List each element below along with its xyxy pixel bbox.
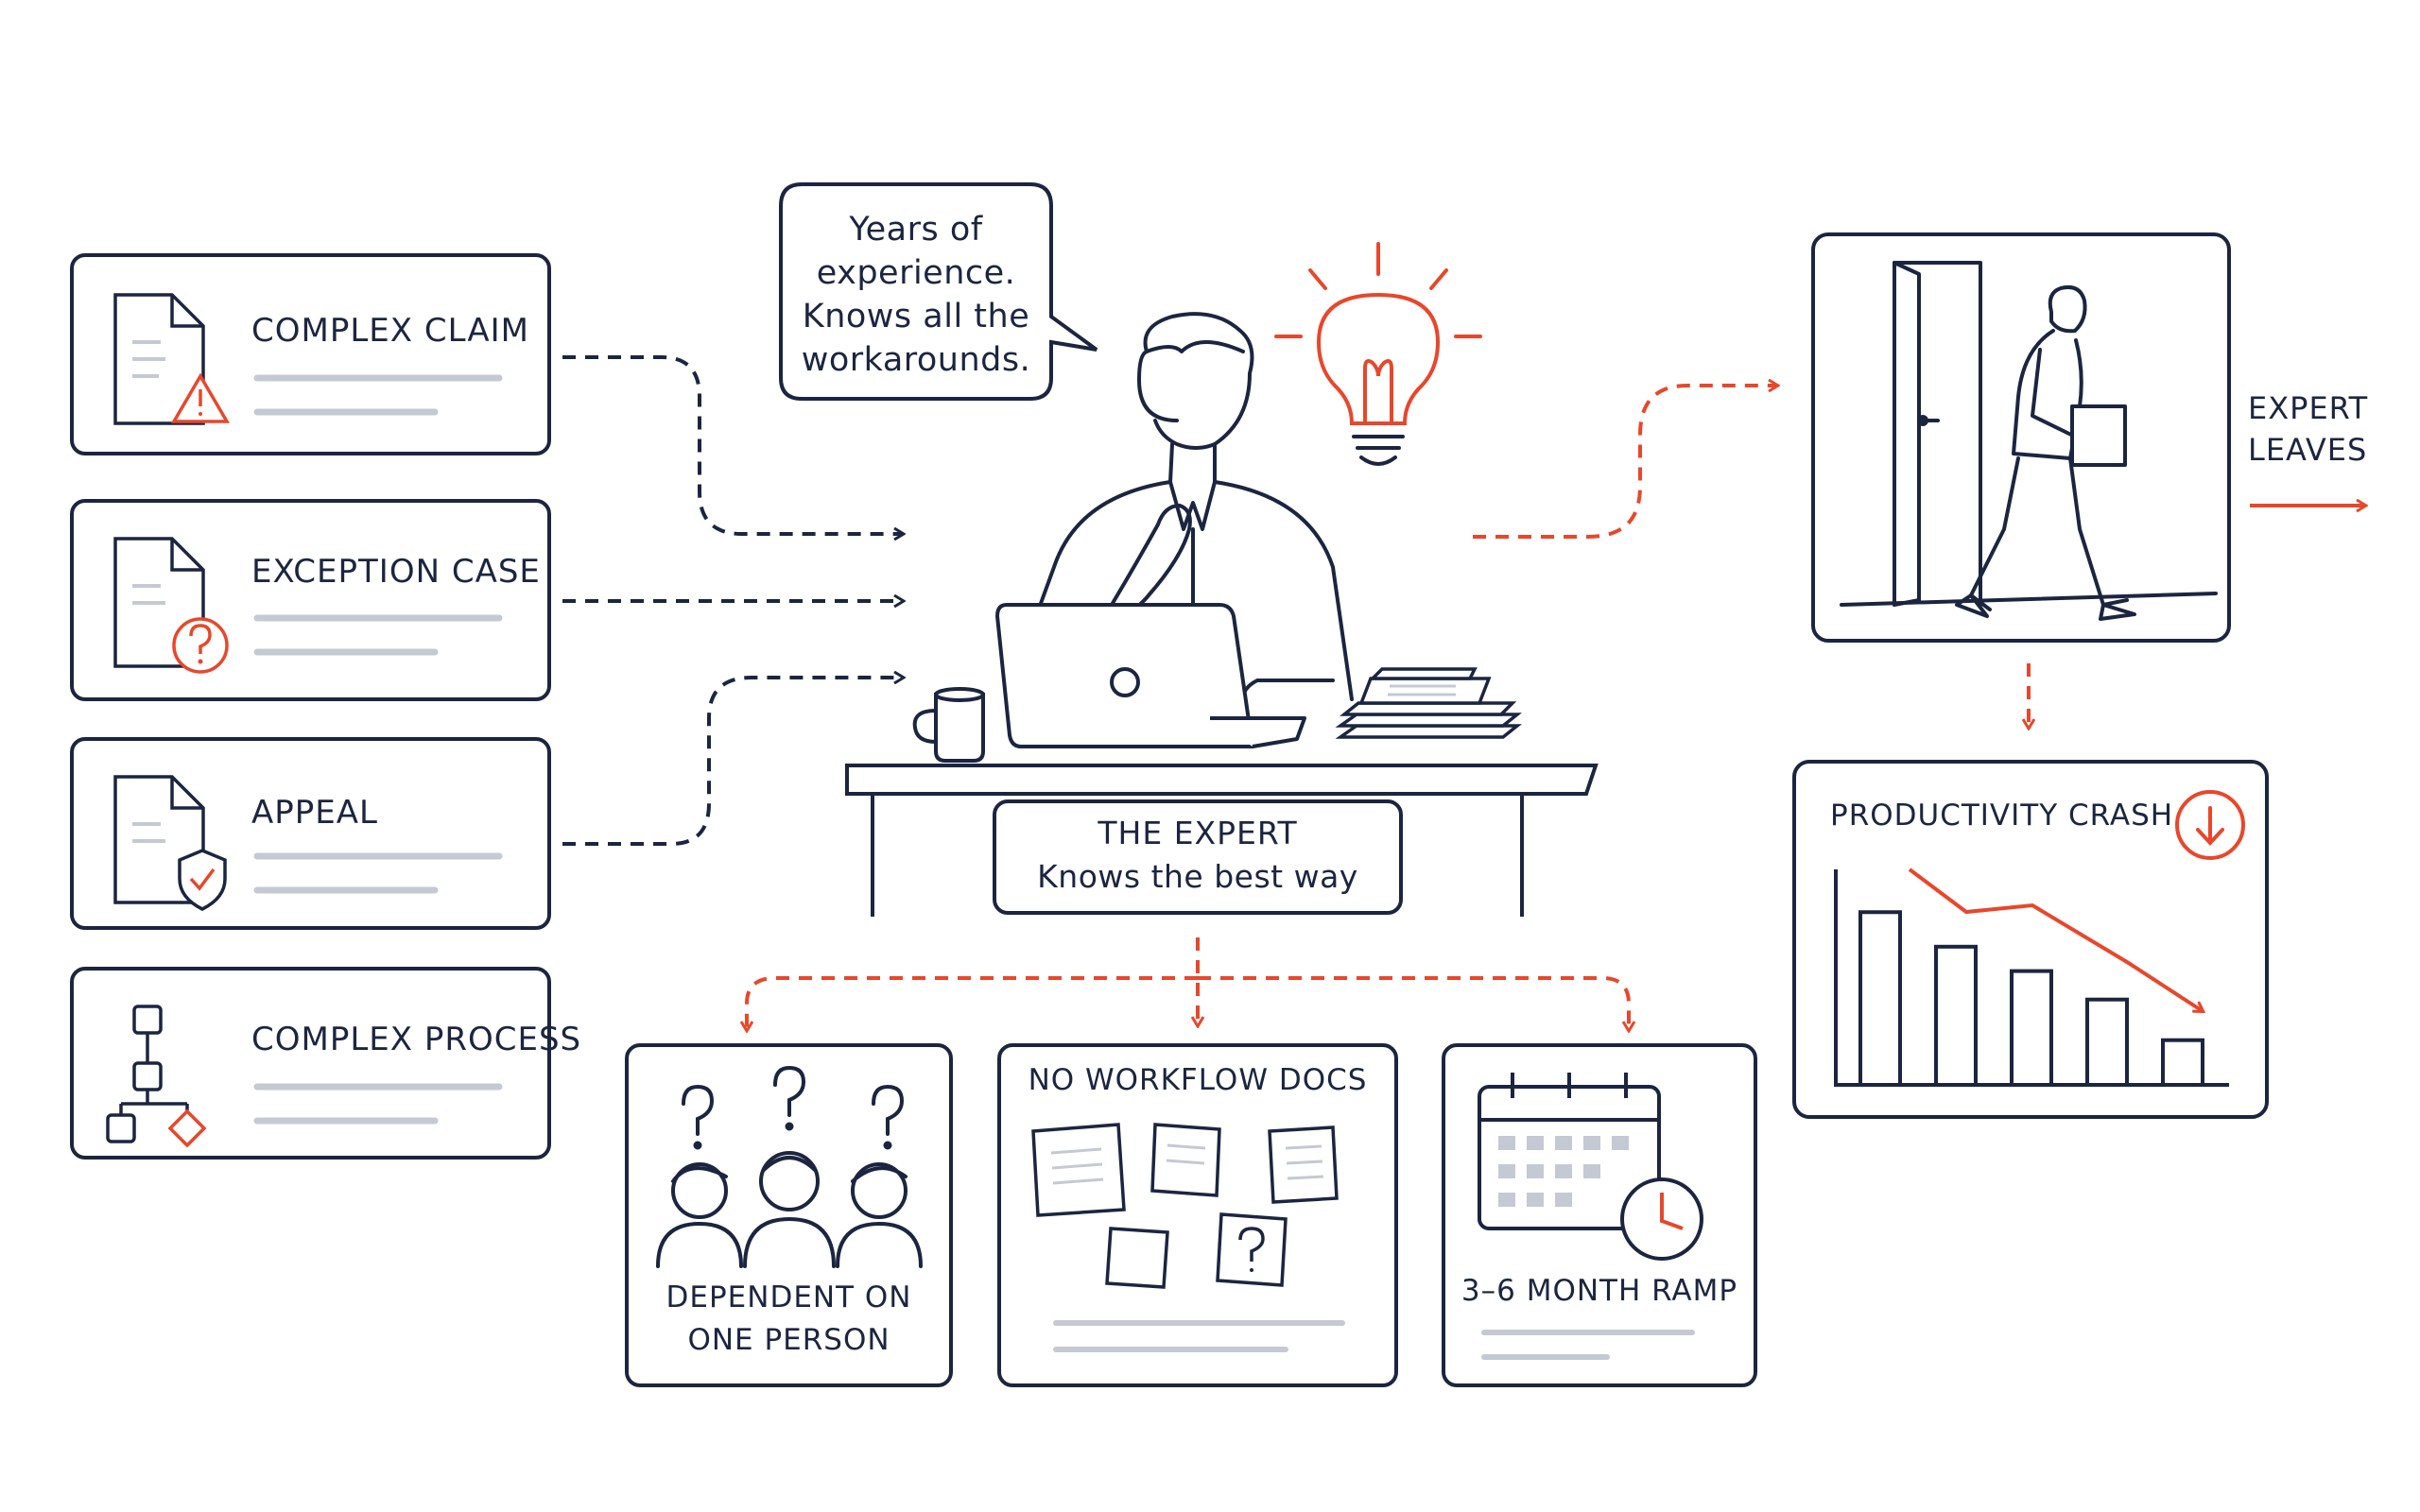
productivity-bar-3 bbox=[2010, 969, 2053, 1087]
consequence-placeholder-lines bbox=[1053, 1320, 1695, 1360]
lightbulb-icon bbox=[1274, 242, 1482, 466]
ramp-label: 3–6 MONTH RAMP bbox=[1461, 1274, 1738, 1308]
productivity-bar-1 bbox=[1858, 910, 1902, 1087]
no-docs-label: NO WORKFLOW DOCS bbox=[1028, 1063, 1368, 1097]
speech-line-1: Years of bbox=[849, 211, 983, 249]
laptop bbox=[995, 603, 1306, 748]
coffee-mug bbox=[912, 687, 985, 763]
productivity-bar-2 bbox=[1934, 944, 1978, 1087]
dependent-line-1: DEPENDENT ON bbox=[666, 1280, 912, 1314]
question-mark-icon bbox=[682, 1065, 905, 1150]
scattered-docs-icon bbox=[1031, 1123, 1339, 1289]
calendar-clock-icon bbox=[1478, 1073, 1703, 1261]
flowchart-icon bbox=[106, 1005, 207, 1148]
card-complex-claim bbox=[70, 253, 551, 455]
document-warning-icon bbox=[113, 293, 231, 425]
document-shield-icon bbox=[113, 775, 227, 911]
card-placeholder-lines bbox=[253, 374, 503, 1125]
speech-line-2: experience. bbox=[816, 254, 1016, 292]
expert-label-box bbox=[993, 799, 1403, 915]
down-arrow-circle-icon bbox=[2175, 790, 2245, 860]
walking-figure-door bbox=[1840, 261, 2218, 621]
complex-claim-label: COMPLEX CLAIM bbox=[251, 312, 529, 350]
card-expert-leaves bbox=[1811, 232, 2231, 643]
card-ramp bbox=[1442, 1043, 1757, 1387]
productivity-title: PRODUCTIVITY CRASH bbox=[1830, 799, 2174, 833]
complex-process-label: COMPLEX PROCESS bbox=[251, 1021, 582, 1058]
productivity-bar-5 bbox=[2161, 1038, 2204, 1087]
expert-title: THE EXPERT bbox=[1098, 815, 1298, 851]
card-appeal bbox=[70, 737, 551, 930]
expert-leaves-text: EXPERT LEAVES bbox=[2248, 387, 2368, 471]
desk bbox=[845, 764, 1599, 917]
exception-case-label: EXCEPTION CASE bbox=[251, 553, 541, 591]
leaves-line-2: LEAVES bbox=[2248, 432, 2368, 468]
dependent-line-2: ONE PERSON bbox=[687, 1323, 890, 1357]
speech-bubble-text: Years of experience. Knows all the worka… bbox=[788, 208, 1044, 382]
leaves-line-1: EXPERT bbox=[2248, 390, 2369, 426]
expert-subtitle: Knows the best way bbox=[1037, 858, 1358, 895]
card-productivity-crash bbox=[1792, 760, 2269, 1119]
productivity-bar-4 bbox=[2085, 997, 2129, 1087]
paper-stack bbox=[1335, 667, 1522, 739]
card-dependent bbox=[625, 1043, 953, 1387]
speech-line-4: workarounds. bbox=[801, 341, 1031, 379]
document-question-icon bbox=[113, 537, 229, 674]
people-icon bbox=[656, 1151, 923, 1268]
expert-figure bbox=[1033, 312, 1354, 711]
card-complex-process bbox=[70, 967, 551, 1160]
card-no-docs bbox=[997, 1043, 1398, 1387]
productivity-chart bbox=[1834, 868, 2229, 1087]
speech-line-3: Knows all the bbox=[802, 298, 1030, 335]
appeal-label: APPEAL bbox=[251, 794, 378, 832]
card-exception-case bbox=[70, 499, 551, 701]
speech-bubble bbox=[779, 182, 1098, 401]
